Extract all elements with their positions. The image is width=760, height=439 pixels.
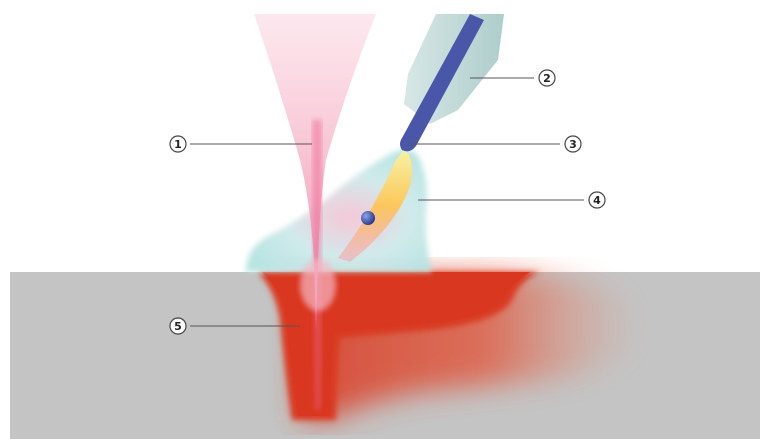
svg-text:4: 4 <box>593 194 601 207</box>
callout-2: 2 <box>539 70 555 86</box>
svg-text:2: 2 <box>543 72 551 85</box>
callout-4: 4 <box>589 192 605 208</box>
callout-3: 3 <box>565 136 581 152</box>
svg-text:3: 3 <box>569 138 577 151</box>
svg-text:5: 5 <box>174 320 182 333</box>
droplet <box>361 211 375 225</box>
callout-1: 1 <box>170 136 186 152</box>
svg-text:1: 1 <box>174 138 182 151</box>
callout-5: 5 <box>170 318 186 334</box>
